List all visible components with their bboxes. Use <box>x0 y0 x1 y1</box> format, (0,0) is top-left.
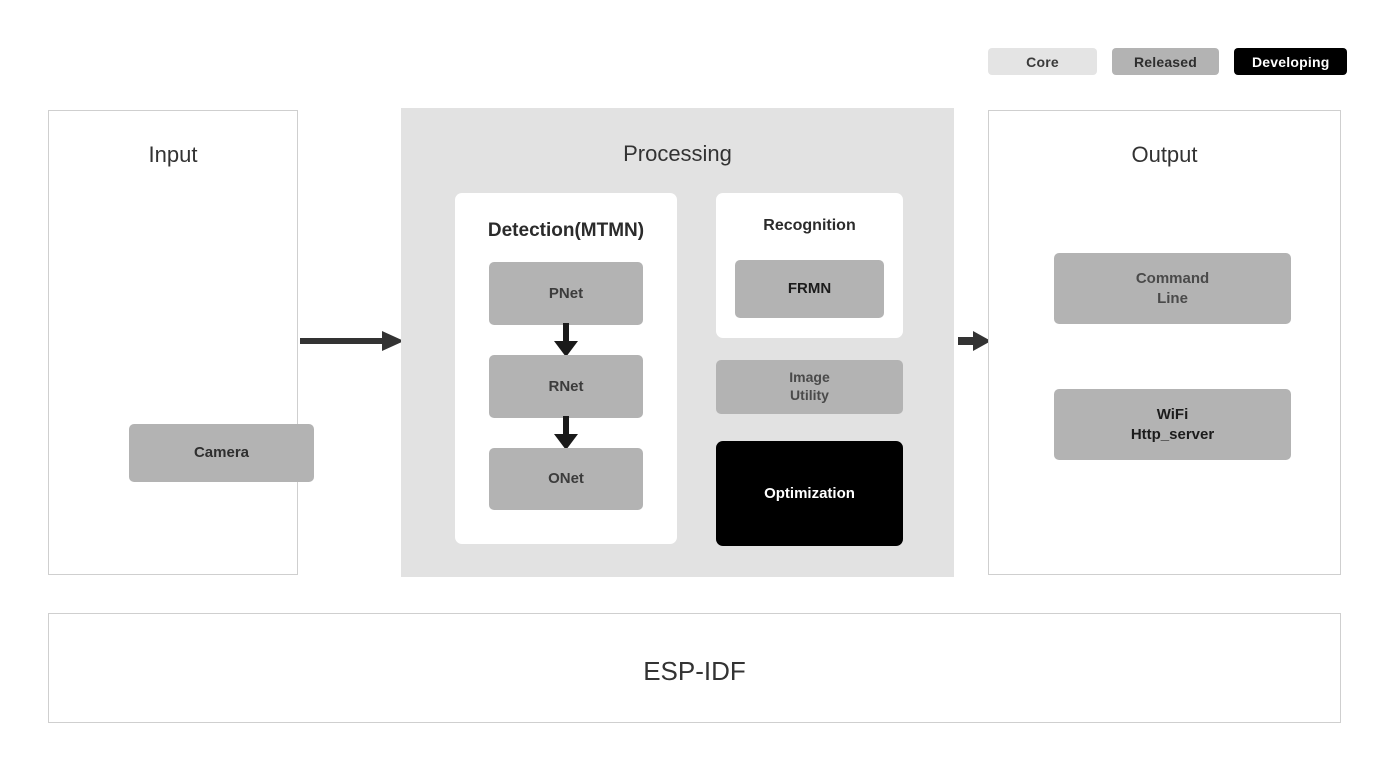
block-image-utility-label-line1: Image <box>789 369 830 386</box>
panel-output: Output <box>988 110 1341 575</box>
block-onet: ONet <box>489 448 643 510</box>
arrow-processing-to-output <box>958 331 991 351</box>
panel-processing-title: Processing <box>623 141 732 166</box>
legend-label-released: Released <box>1133 53 1198 70</box>
panel-input: Input Camera <box>48 110 314 575</box>
arrow-pnet-to-rnet <box>554 323 578 357</box>
block-wifi-http-server: WiFi Http_server <box>1054 389 1291 460</box>
arrow-input-to-processing <box>300 331 404 351</box>
panel-output-title: Output <box>1131 142 1198 167</box>
block-command-line-label-line2: Line <box>1157 289 1188 307</box>
block-onet-label: ONet <box>548 470 584 488</box>
card-detection-title: Detection(MTMN) <box>487 220 645 241</box>
legend-chip-released: Released <box>1112 48 1219 75</box>
block-wifi-http-server-label-line2: Http_server <box>1130 425 1215 443</box>
legend-chip-developing: Developing <box>1234 48 1348 75</box>
card-recognition-title: Recognition <box>763 217 856 234</box>
block-frmn: FRMN <box>735 260 884 318</box>
block-camera: Camera <box>129 424 314 482</box>
block-optimization-label: Optimization <box>764 484 855 502</box>
legend-label-core: Core <box>1026 53 1059 70</box>
legend: Core Released Developing <box>988 48 1348 75</box>
esp-idf-title: ESP-IDF <box>643 656 746 686</box>
block-rnet-label: RNet <box>548 377 584 395</box>
arrow-rnet-to-onet <box>554 416 578 450</box>
block-frmn-label: FRMN <box>787 280 832 298</box>
block-camera-label: Camera <box>193 444 250 462</box>
block-image-utility-label-line2: Utility <box>790 387 829 403</box>
block-image-utility: Image Utility <box>716 360 903 414</box>
block-optimization: Optimization <box>716 441 903 546</box>
block-pnet-label: PNet <box>548 284 584 302</box>
block-rnet: RNet <box>489 355 643 418</box>
legend-chip-core: Core <box>988 48 1097 75</box>
block-command-line: Command Line <box>1054 253 1291 324</box>
panel-esp-idf: ESP-IDF <box>48 613 1341 723</box>
block-pnet: PNet <box>489 262 643 325</box>
block-command-line-label-line1: Command <box>1135 270 1210 288</box>
block-wifi-http-server-label-line1: WiFi <box>1156 406 1189 424</box>
legend-label-developing: Developing <box>1252 53 1330 70</box>
panel-input-title: Input <box>148 142 198 167</box>
